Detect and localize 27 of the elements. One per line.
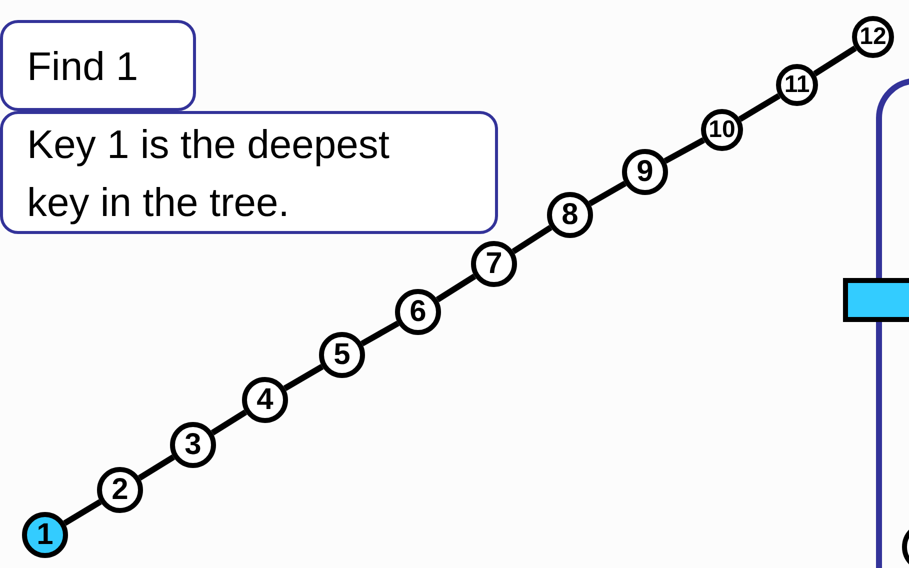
tree-node-circle: 8 xyxy=(547,192,593,238)
tree-node-circle: 12 xyxy=(852,16,894,58)
tree-edge xyxy=(664,137,705,164)
tree-node-circle: 10 xyxy=(701,109,743,151)
tree-edge xyxy=(738,93,781,122)
tree-edge xyxy=(63,499,102,526)
tree-node-circle: 9 xyxy=(622,149,668,195)
tree-node-circle: 3 xyxy=(170,422,216,468)
tree-edge xyxy=(436,274,476,302)
callout-box xyxy=(0,111,498,234)
tree-edge xyxy=(512,224,552,254)
callout-box xyxy=(0,20,196,111)
tree-edge xyxy=(210,410,248,436)
tree-edge xyxy=(588,180,627,206)
tree-node-circle: 7 xyxy=(471,241,517,287)
tree-node-circle: 2 xyxy=(97,467,143,513)
tree-edge xyxy=(813,46,857,76)
tree-edge xyxy=(360,320,400,346)
callout-text: Find 1 xyxy=(27,44,138,90)
callout-text: Key 1 is the deepest key in the tree. xyxy=(27,122,390,226)
tree-node-circle: 5 xyxy=(319,332,365,378)
tree-node-circle: 1 xyxy=(22,512,68,558)
tree-node-circle: 4 xyxy=(242,377,288,423)
tree-edge xyxy=(138,454,175,480)
tree-node-circle: 11 xyxy=(776,64,818,106)
tree-node-circle: 6 xyxy=(395,289,441,335)
tree-edge xyxy=(283,364,324,391)
